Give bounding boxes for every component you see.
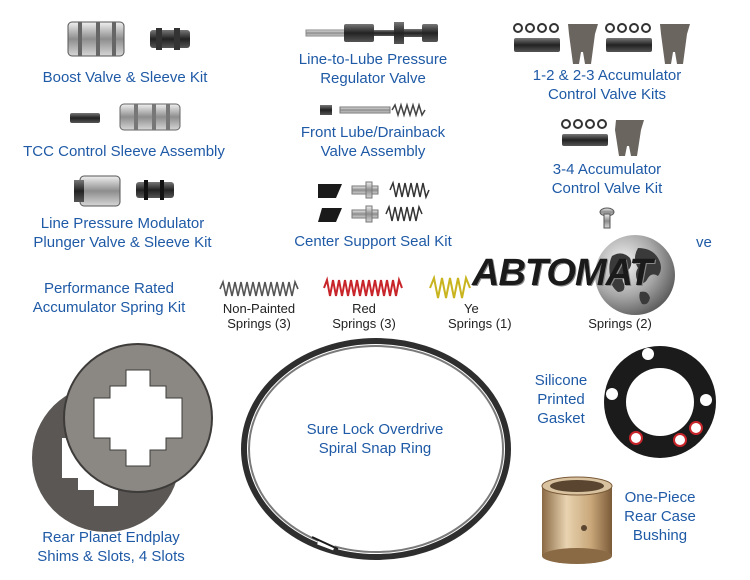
boost-valve-sleeve-icon — [67, 21, 190, 57]
small-screw-icon — [599, 207, 615, 229]
red-spring-icon — [323, 276, 403, 297]
accumulator-34-label: 3-4 Accumulator Control Valve Kit — [551, 161, 663, 197]
endplay-shims-label: Rear Planet Endplay Shims & Slots, 4 Slo… — [37, 529, 185, 565]
line-to-lube-label: Line-to-Lube Pressure Regulator Valve — [298, 51, 448, 87]
yellow-springs-label: Ye Springs (1) — [448, 301, 512, 331]
performance-spring-label: Performance Rated Accumulator Spring Kit — [32, 280, 186, 316]
brand-watermark: ABTOMAT — [472, 252, 652, 294]
boost-valve-label: Boost Valve & Sleeve Kit — [42, 69, 208, 86]
globe-icon — [595, 235, 675, 315]
case-bushing-icon — [541, 476, 613, 564]
accumulator-12-23-label: 1-2 & 2-3 Accumulator Control Valve Kits — [532, 67, 682, 103]
non-painted-spring-icon — [219, 279, 299, 297]
line-pressure-modulator-icon — [74, 175, 174, 207]
partial-valve-label: ve — [696, 234, 712, 251]
other-springs-label: Springs (2) — [588, 316, 652, 331]
center-support-seal-icon — [318, 180, 430, 223]
non-painted-springs-label: Non-Painted Springs (3) — [222, 301, 296, 331]
front-lube-label: Front Lube/Drainback Valve Assembly — [300, 124, 446, 160]
spiral-snap-ring-icon — [241, 338, 511, 560]
accumulator-34-icon — [561, 119, 644, 156]
tcc-sleeve-label: TCC Control Sleeve Assembly — [23, 143, 225, 160]
silicone-gasket-label: Silicone Printed Gasket — [534, 372, 588, 427]
line-to-lube-valve-icon — [305, 22, 438, 44]
red-springs-label: Red Springs (3) — [332, 301, 396, 331]
snap-ring-label: Sure Lock Overdrive Spiral Snap Ring — [306, 421, 444, 457]
center-support-label: Center Support Seal Kit — [294, 233, 452, 250]
line-pressure-modulator-label: Line Pressure Modulator Plunger Valve & … — [33, 215, 212, 251]
endplay-shims-icon — [32, 343, 213, 532]
tcc-sleeve-icon — [70, 103, 181, 131]
front-lube-valve-icon — [320, 102, 426, 118]
yellow-spring-icon — [429, 274, 471, 299]
gasket-icon — [604, 346, 716, 458]
accumulator-12-23-icon — [513, 23, 690, 64]
case-bushing-label: One-Piece Rear Case Bushing — [624, 489, 696, 544]
